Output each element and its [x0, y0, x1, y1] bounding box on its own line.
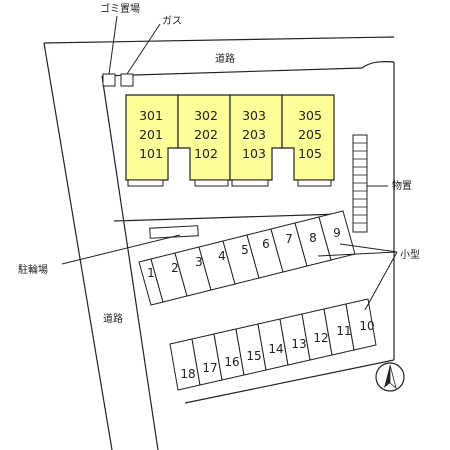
label-storage: 物置: [392, 179, 412, 192]
unit-102: 102: [194, 146, 218, 161]
label-small: 小型: [400, 248, 420, 261]
building-1: 301 201 101: [125, 94, 179, 187]
road-top-upper-edge: [43, 36, 395, 44]
parking-slot-10: 10: [359, 319, 374, 333]
parking-slot-6: 6: [262, 237, 270, 251]
parking-upper-edge: [113, 213, 341, 222]
unit-101: 101: [139, 146, 163, 161]
unit-205: 205: [298, 127, 322, 142]
parking-slot-7: 7: [285, 232, 293, 246]
bike-parking-rect: [149, 225, 199, 239]
parking-slot-11: 11: [336, 324, 351, 338]
unit-201: 201: [139, 127, 163, 142]
parking-slot-4: 4: [218, 249, 226, 263]
building-2-balcony: [194, 179, 229, 187]
building-2: 302 202 102: [177, 94, 231, 187]
label-garbage: ゴミ置場: [100, 2, 140, 15]
storage-outline: [352, 134, 368, 233]
parking-slot-1: 1: [147, 266, 155, 280]
parking-slot-17: 17: [202, 361, 217, 375]
road-corner-curve: [361, 61, 395, 69]
parking-slot-10-outline: [345, 298, 377, 351]
north-arrow-icon: [375, 362, 405, 392]
unit-302: 302: [194, 108, 218, 123]
parking-slot-15: 15: [246, 349, 261, 363]
label-gas: ガス: [162, 15, 182, 27]
garbage-leader-line: [108, 15, 118, 75]
site-south-boundary: [184, 359, 395, 404]
building-3: 303 203 103: [229, 94, 283, 187]
unit-103: 103: [242, 146, 266, 161]
building-4-outline: [281, 94, 335, 181]
unit-105: 105: [298, 146, 322, 161]
road-left-outer-edge: [43, 42, 113, 450]
unit-301: 301: [139, 108, 163, 123]
bike-parking-leader-line: [61, 234, 181, 265]
unit-202: 202: [194, 127, 218, 142]
unit-303: 303: [242, 108, 266, 123]
gas-leader-line: [126, 23, 161, 75]
unit-305: 305: [298, 108, 322, 123]
building-4-balcony: [297, 179, 332, 187]
label-road-top: 道路: [215, 52, 235, 65]
building-1-balcony: [127, 179, 164, 187]
parking-slot-3: 3: [195, 255, 203, 269]
storage-shed: [352, 134, 388, 233]
parking-row-upper: [138, 210, 356, 306]
parking-slot-18: 18: [180, 367, 195, 381]
road-lines: [43, 36, 395, 450]
parking-slot-9: 9: [333, 226, 341, 240]
gas-box: [120, 73, 134, 87]
parking-slot-8: 8: [309, 231, 317, 245]
label-bike-parking: 駐輪場: [18, 263, 48, 276]
unit-203: 203: [242, 127, 266, 142]
small-leader-lines: [317, 243, 398, 311]
building-3-balcony: [231, 179, 269, 187]
label-road-left: 道路: [103, 312, 123, 325]
parking-upper-labels: 1 2 3 4 5 6 7 8 9: [147, 226, 341, 280]
parking-slot-2: 2: [171, 261, 179, 275]
parking-slot-14: 14: [268, 342, 283, 356]
road-top-lower-edge: [101, 67, 363, 77]
garbage-box: [102, 73, 116, 87]
building-4: 305 205 105: [281, 94, 335, 187]
parking-slot-13: 13: [291, 337, 306, 351]
road-left-inner-edge: [101, 75, 159, 450]
parking-lower-labels: 18 17 16 15 14 13 12 11 10: [180, 319, 374, 381]
parking-slot-5: 5: [241, 243, 249, 257]
parking-slot-12: 12: [313, 331, 328, 345]
parking-row-lower: [169, 298, 377, 391]
parking-slot-16: 16: [224, 355, 239, 369]
